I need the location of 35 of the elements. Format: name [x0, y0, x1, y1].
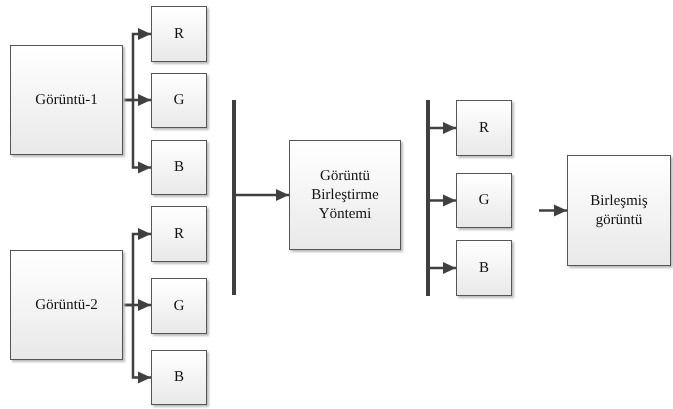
process-box [10, 45, 123, 155]
process-box [289, 140, 401, 250]
process-box [456, 100, 512, 156]
arrow [430, 194, 456, 206]
process-box [151, 6, 207, 62]
box-label: G [172, 296, 186, 316]
bus-bar [426, 100, 430, 296]
box-label: B [478, 258, 490, 278]
box-label: R [172, 24, 185, 44]
box-label: Görüntü Birleştirme Yöntemi [310, 166, 380, 224]
box-label: B [172, 158, 185, 177]
process-box [10, 250, 123, 360]
arrow [123, 304, 151, 384]
arrow [539, 204, 567, 216]
process-box [456, 240, 512, 296]
box-label: R [172, 224, 185, 244]
process-box [151, 278, 207, 334]
arrow [430, 122, 456, 134]
process-box [151, 73, 207, 128]
box-label: G [172, 91, 186, 110]
process-box [151, 140, 207, 195]
arrow [236, 189, 289, 201]
arrow [430, 262, 456, 274]
box-label: Birleşmiş görüntü [589, 192, 649, 230]
process-box [151, 206, 207, 262]
box-label: B [172, 368, 185, 387]
box-label: Görüntü-2 [34, 296, 99, 314]
bus-bar [232, 100, 236, 295]
box-label: G [478, 191, 490, 210]
arrow [123, 98, 151, 174]
box-label: R [478, 118, 490, 138]
box-label: Görüntü-1 [34, 90, 99, 110]
process-box [567, 155, 671, 266]
process-box [456, 173, 512, 228]
process-box [151, 350, 207, 405]
